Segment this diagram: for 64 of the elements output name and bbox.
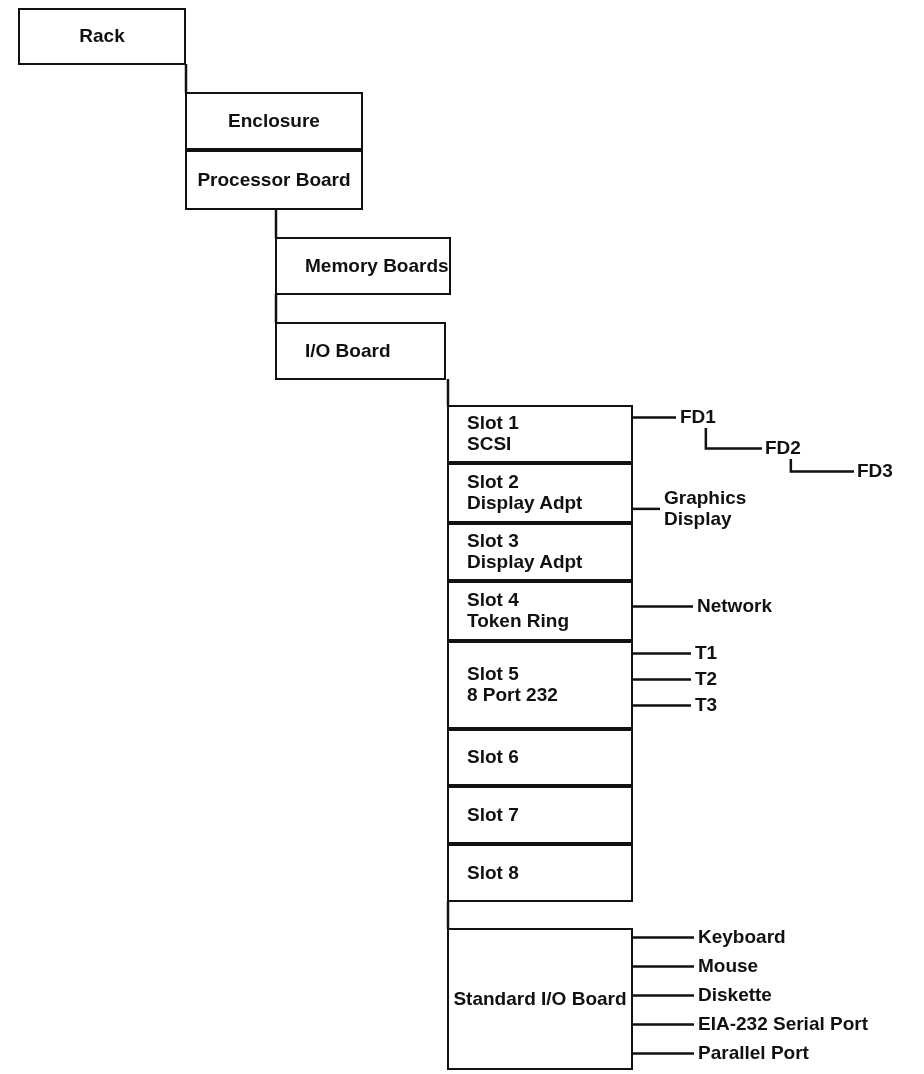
component-type: 8 Port 232 xyxy=(467,685,558,706)
connector-line xyxy=(446,379,450,406)
component-box xyxy=(275,322,446,380)
connector-line xyxy=(632,1052,694,1055)
connector-line xyxy=(274,209,278,238)
component-name: Slot 6 xyxy=(467,747,519,768)
device-label: EIA-232 Serial Port xyxy=(698,1014,869,1035)
device-label: FD1 xyxy=(680,407,716,428)
connector-line xyxy=(184,64,188,93)
component-box xyxy=(447,581,633,641)
device-label: T1 xyxy=(695,643,718,664)
component-name: Slot 3 xyxy=(467,531,519,552)
component-type: SCSI xyxy=(467,434,512,455)
component-box xyxy=(447,463,633,523)
component-box xyxy=(185,150,363,210)
device-label: Parallel Port xyxy=(698,1043,809,1064)
component-name: Enclosure xyxy=(228,110,320,132)
connector-line xyxy=(632,652,691,655)
device-label: Graphics Display xyxy=(664,488,744,530)
connector-line xyxy=(274,294,278,323)
connector-line xyxy=(632,678,691,681)
device-label: Network xyxy=(697,596,772,617)
component-name: I/O Board xyxy=(305,340,391,362)
component-name: Slot 8 xyxy=(467,862,519,884)
component-name: Rack xyxy=(79,26,125,47)
component-name: Slot 5 xyxy=(467,664,519,685)
connector-line xyxy=(632,1023,694,1026)
component-name: Standard I/O Board xyxy=(453,988,627,1010)
component-box xyxy=(447,729,633,786)
connector-line xyxy=(704,427,762,450)
device-label: Diskette xyxy=(698,985,772,1006)
component-box xyxy=(447,786,633,844)
device-label: FD3 xyxy=(857,461,893,482)
connector-line xyxy=(632,965,694,968)
device-label: Mouse xyxy=(698,956,759,977)
connector-line xyxy=(446,901,450,929)
connector-line xyxy=(632,704,691,707)
component-box xyxy=(447,928,633,1070)
component-name: Processor Board xyxy=(197,169,351,191)
device-label: T3 xyxy=(695,695,718,716)
connector-line xyxy=(632,605,693,608)
connector-line xyxy=(789,458,854,473)
component-type: Display Adpt xyxy=(467,552,583,573)
component-name: Memory Boards xyxy=(305,255,449,277)
connector-line xyxy=(632,416,676,419)
component-type: Display Adpt xyxy=(467,493,583,514)
component-box xyxy=(185,92,363,150)
component-type: Token Ring xyxy=(467,611,570,632)
connector-line xyxy=(632,936,694,939)
device-label: T2 xyxy=(695,669,718,690)
device-label: Keyboard xyxy=(698,927,786,948)
component-name: Slot 4 xyxy=(467,590,519,611)
component-name: Slot 2 xyxy=(467,472,519,493)
component-box xyxy=(447,405,633,463)
component-box xyxy=(275,237,451,295)
component-name: Slot 7 xyxy=(467,804,519,826)
connector-line xyxy=(632,994,694,997)
component-box xyxy=(18,8,186,65)
component-box xyxy=(447,844,633,902)
device-label: FD2 xyxy=(765,438,801,459)
connector-line xyxy=(632,507,660,511)
component-name: Slot 1 xyxy=(467,413,519,434)
component-box xyxy=(447,641,633,729)
component-box xyxy=(447,523,633,581)
